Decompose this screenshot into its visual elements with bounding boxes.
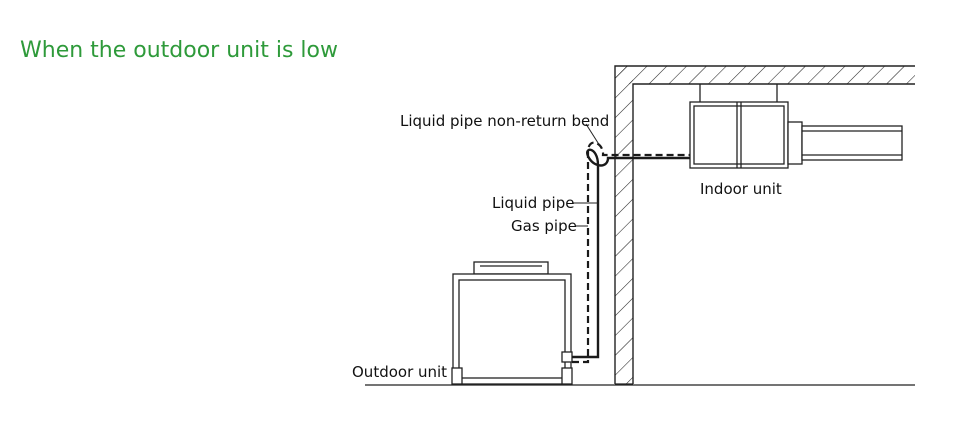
- label-gas-pipe: Gas pipe: [511, 217, 577, 235]
- label-outdoor-unit: Outdoor unit: [352, 363, 448, 381]
- wall-ceiling: [614, 65, 915, 385]
- label-indoor-unit: Indoor unit: [700, 180, 782, 198]
- outdoor-unit: [451, 261, 573, 385]
- label-liquid-pipe: Liquid pipe: [492, 194, 575, 212]
- diagram-title: When the outdoor unit is low: [20, 38, 338, 63]
- leader-non-return-bend: [585, 123, 601, 147]
- indoor-unit: [689, 84, 903, 169]
- label-non-return-bend: Liquid pipe non-return bend: [400, 112, 610, 130]
- gas-pipe-line: [572, 141, 690, 364]
